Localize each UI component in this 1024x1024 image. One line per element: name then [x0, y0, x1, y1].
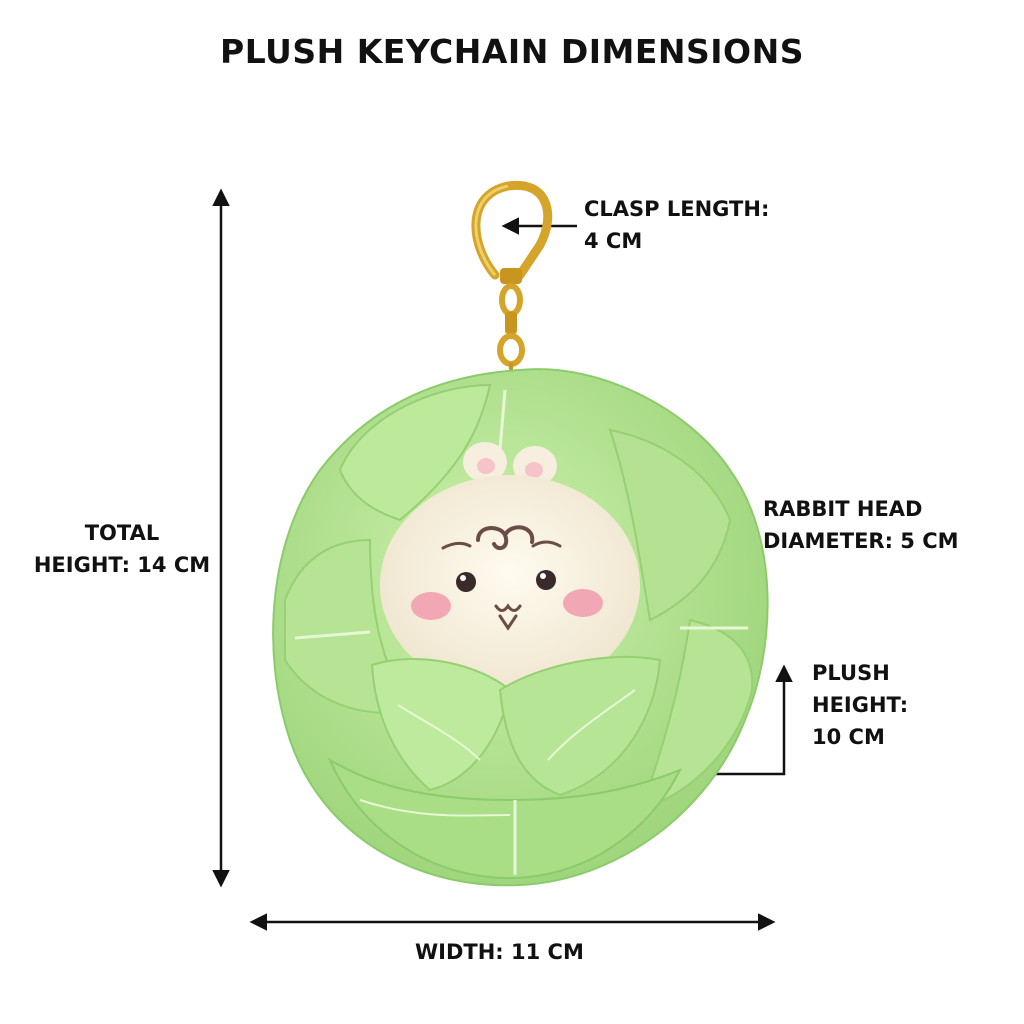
- clasp-length-label: CLASP LENGTH: 4 CM: [584, 197, 770, 253]
- cabbage-plush: [272, 368, 769, 887]
- page-title: PLUSH KEYCHAIN DIMENSIONS: [220, 32, 804, 71]
- clasp-icon: [471, 180, 553, 375]
- rabbit-head-label: RABBIT HEAD DIAMETER: 5 CM: [763, 497, 959, 553]
- total-height-label: TOTAL HEIGHT: 14 CM: [33, 521, 211, 577]
- width-label: WIDTH: 11 CM: [415, 940, 584, 964]
- plush-height-label: PLUSH HEIGHT: 10 CM: [812, 661, 909, 749]
- rabbit-head: [380, 442, 640, 695]
